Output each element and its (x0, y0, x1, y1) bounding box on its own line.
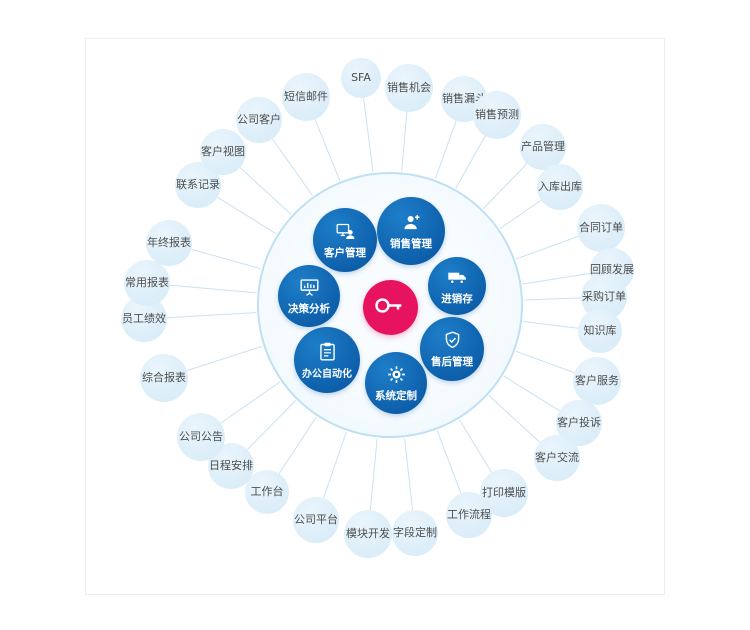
feature-label: 公司公告 (179, 430, 223, 444)
module-circle: 办公自动化 (294, 327, 360, 393)
module-circle: 系统定制 (365, 352, 427, 414)
feature-label: 知识库 (583, 324, 617, 338)
feature-label: 工作流程 (447, 508, 491, 522)
module-label: 销售管理 (390, 238, 432, 250)
feature-label: 综合报表 (142, 371, 186, 385)
module-circle: 销售管理 (377, 197, 445, 265)
feature-label: 工作台 (250, 485, 284, 499)
module-label: 进销存 (441, 293, 473, 305)
feature-bubble: 销售机会 (385, 64, 433, 112)
feature-bubble: 知识库 (578, 309, 622, 353)
module-label: 办公自动化 (302, 369, 352, 380)
feature-bubble: 字段定制 (392, 510, 438, 556)
feature-bubble: 销售预测 (473, 91, 521, 139)
feature-bubble: 常用报表 (124, 260, 170, 306)
feature-bubble: 短信邮件 (282, 73, 330, 121)
feature-bubble: 年终报表 (146, 220, 192, 266)
feature-label: 销售预测 (475, 108, 519, 122)
feature-label: 模块开发 (346, 527, 390, 541)
clipboard-icon (316, 340, 339, 363)
module-circle: 进销存 (428, 257, 486, 315)
center-node (362, 279, 418, 335)
feature-bubble: 客户服务 (573, 357, 621, 405)
module-label: 决策分析 (288, 303, 330, 315)
feature-label: 销售漏斗 (442, 92, 486, 106)
feature-label: SFA (351, 71, 371, 85)
feature-label: 打印模版 (482, 486, 526, 500)
feature-label: 公司平台 (294, 513, 338, 527)
key-icon (373, 294, 407, 321)
feature-label: 回顾发展 (590, 263, 634, 277)
feature-label: 公司客户 (237, 113, 281, 127)
shield-check-icon (441, 329, 464, 352)
feature-bubble: 模块开发 (344, 510, 392, 558)
customer-monitor-icon (334, 220, 357, 243)
feature-label: 日程安排 (209, 459, 253, 473)
feature-label: 入库出库 (538, 180, 582, 194)
feature-bubble: 公司平台 (293, 497, 339, 543)
module-circle: 售后管理 (420, 317, 484, 381)
feature-bubble: 合同订单 (577, 204, 625, 252)
feature-label: 字段定制 (393, 526, 437, 540)
feature-label: 短信邮件 (284, 90, 328, 104)
gear-icon (385, 363, 408, 386)
module-label: 售后管理 (431, 356, 473, 368)
delivery-truck-icon (446, 266, 469, 289)
feature-bubble: 入库出库 (537, 164, 583, 210)
feature-label: 员工绩效 (122, 312, 166, 326)
feature-bubble: 公司客户 (236, 97, 282, 143)
feature-label: 联系记录 (176, 178, 220, 192)
module-label: 系统定制 (375, 390, 417, 402)
module-circle: 决策分析 (278, 265, 340, 327)
feature-label: 采购订单 (582, 290, 626, 304)
feature-label: 常用报表 (125, 276, 169, 290)
feature-bubble: 工作流程 (446, 492, 492, 538)
feature-label: 产品管理 (521, 140, 565, 154)
feature-label: 客户视图 (201, 145, 245, 159)
feature-bubble: 工作台 (245, 470, 289, 514)
feature-label: 合同订单 (579, 221, 623, 235)
module-circle: 客户管理 (313, 208, 377, 272)
feature-label: 年终报表 (147, 236, 191, 250)
feature-bubble: 产品管理 (520, 124, 566, 170)
feature-bubble: 客户交流 (534, 435, 580, 481)
module-label: 客户管理 (324, 247, 366, 259)
salesperson-plus-icon (400, 211, 423, 234)
feature-label: 客户服务 (575, 374, 619, 388)
feature-bubble: 客户视图 (200, 129, 246, 175)
feature-label: 客户投诉 (557, 416, 601, 430)
feature-bubble: SFA (341, 58, 381, 98)
feature-bubble: 公司公告 (177, 413, 225, 461)
feature-bubble: 综合报表 (140, 354, 188, 402)
feature-label: 销售机会 (387, 81, 431, 95)
presentation-chart-icon (298, 276, 321, 299)
feature-label: 客户交流 (535, 451, 579, 465)
